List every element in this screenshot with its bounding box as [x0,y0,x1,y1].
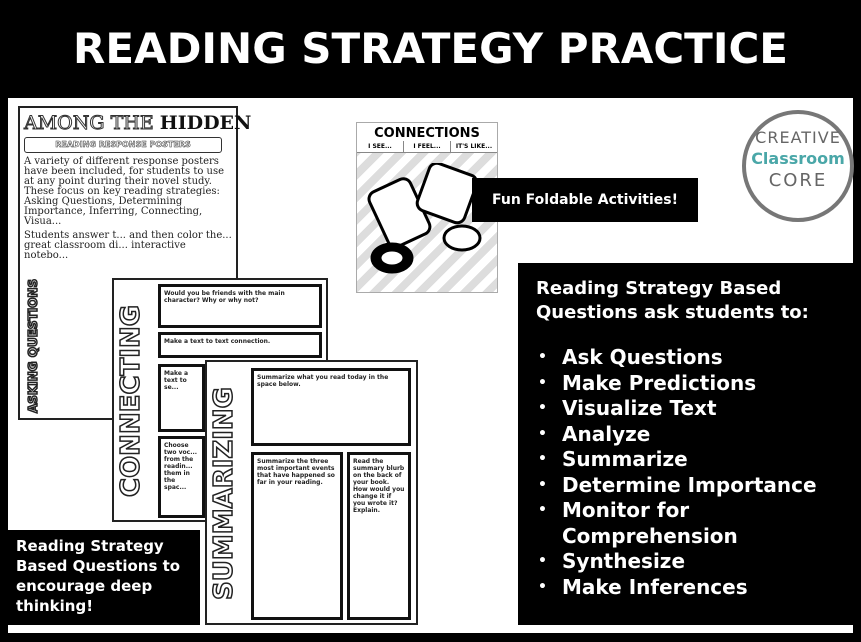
foldable-column: I SEE... [357,141,404,152]
foldable-title: CONNECTIONS [357,123,497,141]
poster-heading: AMONG THE HIDDEN [24,112,252,135]
prompt-box: Would you be friends with the main chara… [158,284,322,328]
list-item: Monitor for Comprehension [536,498,835,549]
prompt-box: Make a text to text connection. [158,332,322,358]
summarizing-poster: SUMMARIZING Summarize what you read toda… [205,360,418,625]
binoculars-icon [367,163,482,274]
list-item: Analyze [536,422,835,448]
poster-description-2: Students answer t... and then color the.… [24,230,232,261]
connecting-side-title: CONNECTING [115,304,147,498]
foldable-column: IT'S LIKE... [455,143,493,150]
list-item: Make Inferences [536,575,835,601]
strategies-box: Reading Strategy Based Questions ask stu… [518,263,853,625]
foldable-column: I FEEL... [404,141,451,152]
list-item: Visualize Text [536,396,835,422]
prompt-box: Choose two voc... from the readin... the… [158,436,205,518]
logo-text: Classroom [751,149,845,168]
prompt-box: Make a text to se... [158,364,205,432]
pencil-banner: READING RESPONSE POSTERS [24,137,222,153]
summarizing-side-title: SUMMARIZING [208,386,240,601]
connections-foldable: CONNECTIONS I SEE... I FEEL... IT'S LIKE… [356,122,498,293]
strategies-heading: Reading Strategy Based Questions ask stu… [536,278,809,323]
page-title: READING STRATEGY PRACTICE [73,24,788,73]
strategies-list: Ask Questions Make Predictions Visualize… [536,345,835,600]
deep-thinking-label: Reading Strategy Based Questions to enco… [8,530,200,625]
list-item: Summarize [536,447,835,473]
asking-questions-side-title: ASKING QUESTIONS [25,278,41,414]
list-item: Ask Questions [536,345,835,371]
prompt-box: Summarize the three most important event… [251,452,343,620]
list-item: Make Predictions [536,371,835,397]
prompt-box: Summarize what you read today in the spa… [251,368,411,446]
logo-text: CORE [768,170,828,191]
creative-classroom-core-logo: CREATIVE Classroom CORE [742,110,854,222]
list-item: Determine Importance [536,473,835,499]
poster-description: A variety of different response posters … [24,156,225,227]
list-item: Synthesize [536,549,835,575]
fun-foldable-label: Fun Foldable Activities! [472,178,698,222]
logo-text: CREATIVE [755,128,841,147]
prompt-box: Read the summary blurb on the back of yo… [347,452,411,620]
among-the-hidden-poster: AMONG THE HIDDEN READING RESPONSE POSTER… [18,106,252,420]
